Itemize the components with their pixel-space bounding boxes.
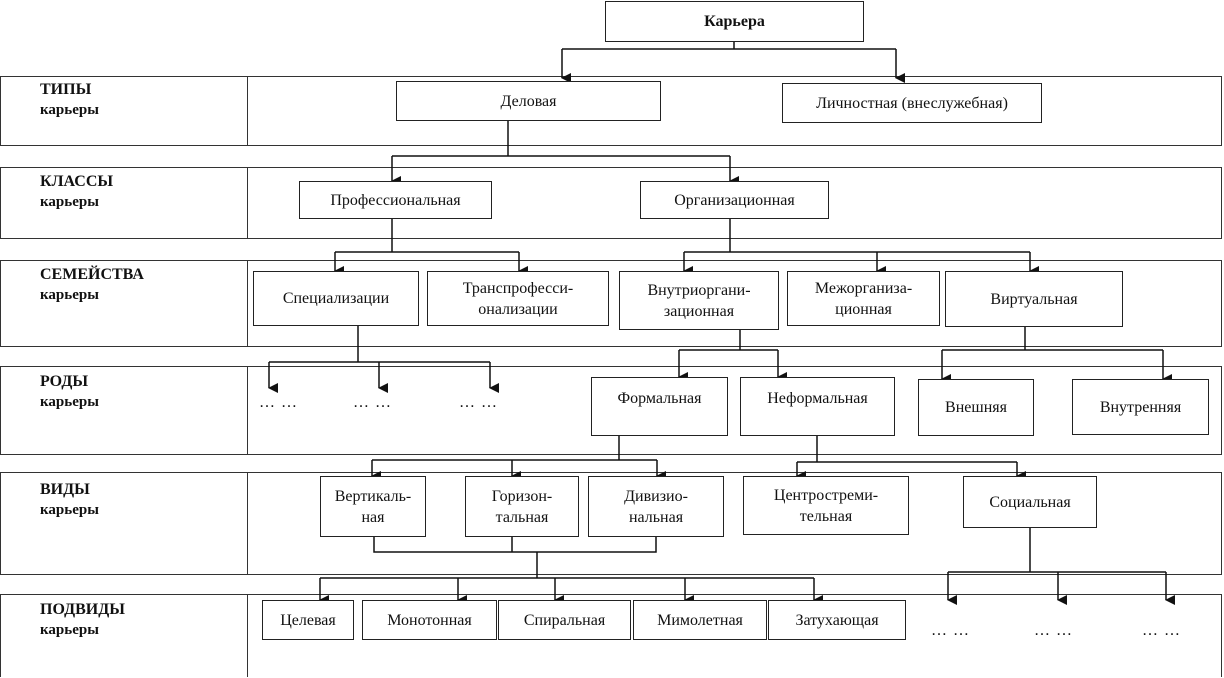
node-genus-informal: Неформальная	[740, 377, 895, 436]
node-type-personal: Личностная (внеслужебная)	[782, 83, 1042, 123]
node-kind-social: Социальная	[963, 476, 1097, 528]
node-family-specialization: Специализации	[253, 271, 419, 326]
node-subkind-target: Целевая	[262, 600, 354, 640]
node-subkind-fleeting: Мимолетная	[633, 600, 767, 640]
node-subkind-fading: Затухающая	[768, 600, 906, 640]
node-family-interorganizational: Межорганиза- ционная	[787, 271, 940, 326]
node-subkind-monotonous: Монотонная	[362, 600, 497, 640]
node-genus-internal: Внутренняя	[1072, 379, 1209, 435]
node-class-organizational: Организационная	[640, 181, 829, 219]
ellipsis-genera-1: … …	[259, 394, 298, 411]
ellipsis-genera-3: … …	[459, 394, 498, 411]
ellipsis-subkinds-3: … …	[1142, 622, 1181, 639]
node-kind-vertical: Вертикаль- ная	[320, 476, 426, 537]
node-class-professional: Профессиональная	[299, 181, 492, 219]
ellipsis-genera-2: … …	[353, 394, 392, 411]
node-family-virtual: Виртуальная	[945, 271, 1123, 327]
node-family-intraorganizational: Внутриоргани- зационная	[619, 271, 779, 330]
node-root-career: Карьера	[605, 1, 864, 42]
ellipsis-subkinds-2: … …	[1034, 622, 1073, 639]
ellipsis-subkinds-1: … …	[931, 622, 970, 639]
node-type-business: Деловая	[396, 81, 661, 121]
node-kind-centripetal: Центростреми- тельная	[743, 476, 909, 535]
node-subkind-spiral: Спиральная	[498, 600, 631, 640]
node-family-transprofessional: Транспрофесси- онализации	[427, 271, 609, 326]
node-kind-divisional: Дивизио- нальная	[588, 476, 724, 537]
node-kind-horizontal: Горизон- тальная	[465, 476, 579, 537]
node-genus-formal: Формальная	[591, 377, 728, 436]
row-band-classes	[0, 167, 1222, 239]
node-genus-external: Внешняя	[918, 379, 1034, 436]
